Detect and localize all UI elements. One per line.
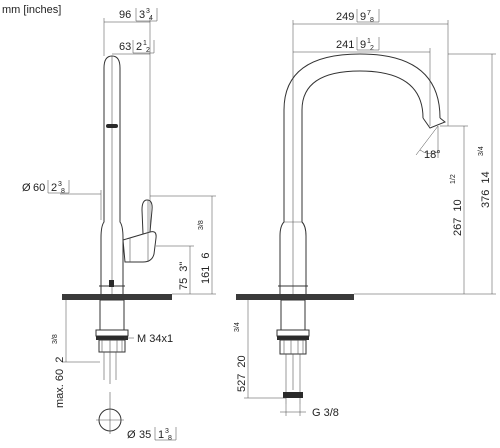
- side-dim-max60-mm: max. 60: [54, 369, 66, 408]
- side-dim-75-mm: 75: [178, 278, 190, 290]
- side-dim-161-num: 3: [198, 226, 205, 230]
- side-dim-dia-num: 3: [58, 181, 62, 188]
- side-dim-96-in: 3: [139, 9, 145, 21]
- front-dim-249-in: 9: [360, 11, 366, 23]
- side-dim-75: 75 3": [178, 262, 190, 290]
- side-dim-63-in: 2: [136, 41, 142, 53]
- side-dim-96-num: 3: [146, 8, 150, 15]
- side-dim-dia-symbol: Ø: [22, 182, 31, 194]
- front-dim-267-num: 1: [450, 180, 457, 184]
- front-dim-527-num: 3: [234, 328, 241, 332]
- front-dim-376: 376 14: [480, 171, 492, 208]
- side-dim-75-in: 3: [178, 266, 190, 272]
- front-spout-arc: [283, 53, 441, 119]
- side-thread-label: M 34x1: [137, 333, 173, 345]
- side-hole-dia-den: 8: [168, 435, 172, 442]
- front-dim-249-den: 8: [370, 17, 374, 24]
- front-dim-241-in: 9: [360, 39, 366, 51]
- front-dim-267: 267 10: [452, 199, 464, 236]
- side-dim-63-mm: 63: [119, 41, 131, 53]
- front-dim-249-num: 7: [367, 10, 371, 17]
- units-label: mm [inches]: [2, 4, 61, 16]
- side-dim-dia-in: 2: [51, 182, 57, 194]
- front-hose-thread-label: G 3/8: [312, 407, 339, 419]
- front-dim-241-mm: 241: [336, 39, 354, 51]
- front-deck-plate: [236, 294, 354, 300]
- front-dim-527-in: 20: [236, 355, 248, 367]
- front-dim-376-in: 14: [480, 171, 492, 183]
- side-dim-161: 161 6: [200, 252, 212, 284]
- front-dim-241-den: 2: [370, 45, 374, 52]
- front-dim-267-frac: 1/2: [450, 174, 457, 184]
- front-hose-fitting: [283, 392, 303, 398]
- side-lever-handle: [122, 231, 157, 263]
- front-view: 18° 249 9 7 8 241 9 1 2 267: [234, 9, 496, 419]
- side-dim-max60-frac: 3/8: [52, 334, 59, 344]
- side-mount-shank: [99, 299, 125, 331]
- front-dim-267-in: 10: [452, 199, 464, 211]
- front-faucet-body: [279, 110, 285, 294]
- side-dim-dia-mm: 60: [33, 182, 45, 194]
- side-dim-63-den: 2: [146, 47, 150, 54]
- side-dim-161-den: 8: [198, 220, 205, 224]
- front-dim-249-mm: 249: [336, 11, 354, 23]
- front-dim-376-frac: 3/4: [478, 146, 485, 156]
- side-dim-max60: max. 60 2: [54, 357, 66, 408]
- front-dim-267-mm: 267: [452, 218, 464, 236]
- front-dim-527-den: 4: [234, 322, 241, 326]
- side-dim-161-frac: 3/8: [198, 220, 205, 230]
- side-dim-161-in: 6: [200, 252, 212, 258]
- side-deck-plate: [62, 294, 172, 300]
- front-dim-527: 527 20: [236, 355, 248, 392]
- front-dim-527-mm: 527: [236, 374, 248, 392]
- side-dim-max60-in: 2: [54, 357, 66, 363]
- front-angle-label: 18°: [424, 149, 441, 161]
- side-view: 96 3 3 4 63 2 1 2 Ø 60 2 3 8 161 6 3/8: [22, 8, 216, 442]
- side-dim-161-mm: 161: [200, 266, 212, 284]
- side-dim-63-num: 1: [143, 40, 147, 47]
- side-dim-96-mm: 96: [119, 9, 131, 21]
- front-dim-376-den: 4: [478, 146, 485, 150]
- front-dim-267-den: 2: [450, 174, 457, 178]
- side-hole-dia-num: 3: [165, 428, 169, 435]
- side-hole-dia-symbol: Ø: [127, 429, 136, 441]
- side-dim-max60-num: 3: [52, 340, 59, 344]
- side-dim-96-den: 4: [149, 15, 153, 22]
- side-outlet-mark: [106, 124, 118, 128]
- side-dim-max60-den: 8: [52, 334, 59, 338]
- side-hole-dia-in: 1: [158, 429, 164, 441]
- front-dim-527-frac: 3/4: [234, 322, 241, 332]
- front-dim-376-num: 3: [478, 152, 485, 156]
- side-dim-dia-den: 8: [61, 188, 65, 195]
- front-dim-241-num: 1: [367, 38, 371, 45]
- front-dim-376-mm: 376: [480, 190, 492, 208]
- side-hole-dia-mm: 35: [139, 429, 151, 441]
